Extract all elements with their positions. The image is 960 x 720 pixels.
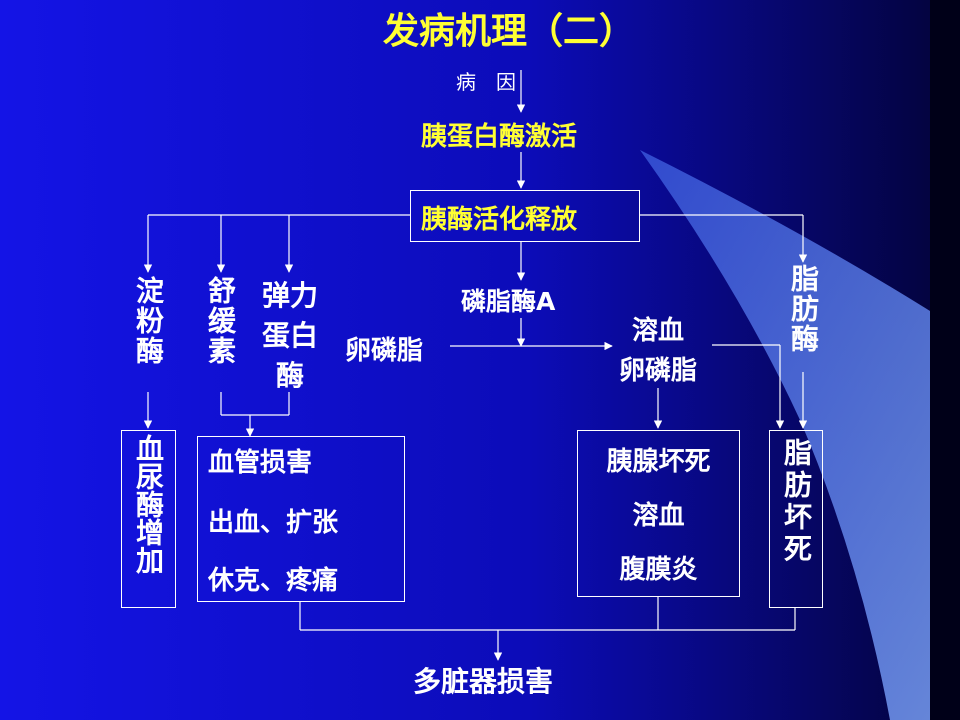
pancreatic-necrosis-content: 胰腺坏死 溶血 腹膜炎 — [577, 432, 740, 595]
cause-label: 病 因 — [456, 70, 516, 94]
enzyme-release-box — [410, 190, 640, 242]
trypsin-activation-label: 胰蛋白酶激活 — [421, 122, 578, 152]
enzyme-release-label: 胰酶活化释放 — [421, 205, 578, 235]
amylase-label: 淀粉酶 — [132, 276, 165, 366]
kallikrein-label: 舒缓素 — [204, 276, 237, 366]
lysolecithin-label: 溶血 卵磷脂 — [598, 308, 718, 388]
pancreatic-necrosis-line-3: 腹膜炎 — [619, 555, 698, 586]
urine-amylase-label: 血尿酶增加 — [132, 434, 165, 574]
urine-amylase-box — [121, 430, 176, 608]
elastase-line-3: 酶 — [275, 359, 304, 392]
fat-necrosis-box — [769, 430, 823, 608]
decorative-swoosh — [640, 150, 960, 720]
multi-organ-damage-label: 多脏器损害 — [413, 665, 554, 698]
lysolecithin-line-1: 溶血 — [631, 315, 684, 346]
vascular-damage-box — [197, 436, 405, 602]
elastase-line-1: 弹力 — [261, 279, 318, 312]
lysolecithin-line-2: 卵磷脂 — [618, 355, 697, 386]
pancreatic-necrosis-box — [577, 430, 740, 597]
lipase-label: 脂肪酶 — [787, 264, 820, 354]
vascular-damage-line-3: 休克、疼痛 — [208, 566, 339, 596]
lecithin-label: 卵磷脂 — [345, 336, 424, 366]
elastase-line-2: 蛋白 — [261, 319, 318, 352]
pancreatic-necrosis-line-2: 溶血 — [632, 500, 685, 531]
elastase-label: 弹力 蛋白 酶 — [252, 274, 328, 392]
fat-necrosis-label: 脂肪坏死 — [780, 438, 813, 566]
phospholipase-label: 磷脂酶A — [461, 287, 556, 316]
vascular-damage-line-1: 血管损害 — [208, 448, 313, 478]
vascular-damage-line-2: 出血、扩张 — [208, 508, 339, 538]
pancreatic-necrosis-line-1: 胰腺坏死 — [606, 446, 711, 477]
slide-title: 发病机理（二） — [383, 11, 636, 52]
